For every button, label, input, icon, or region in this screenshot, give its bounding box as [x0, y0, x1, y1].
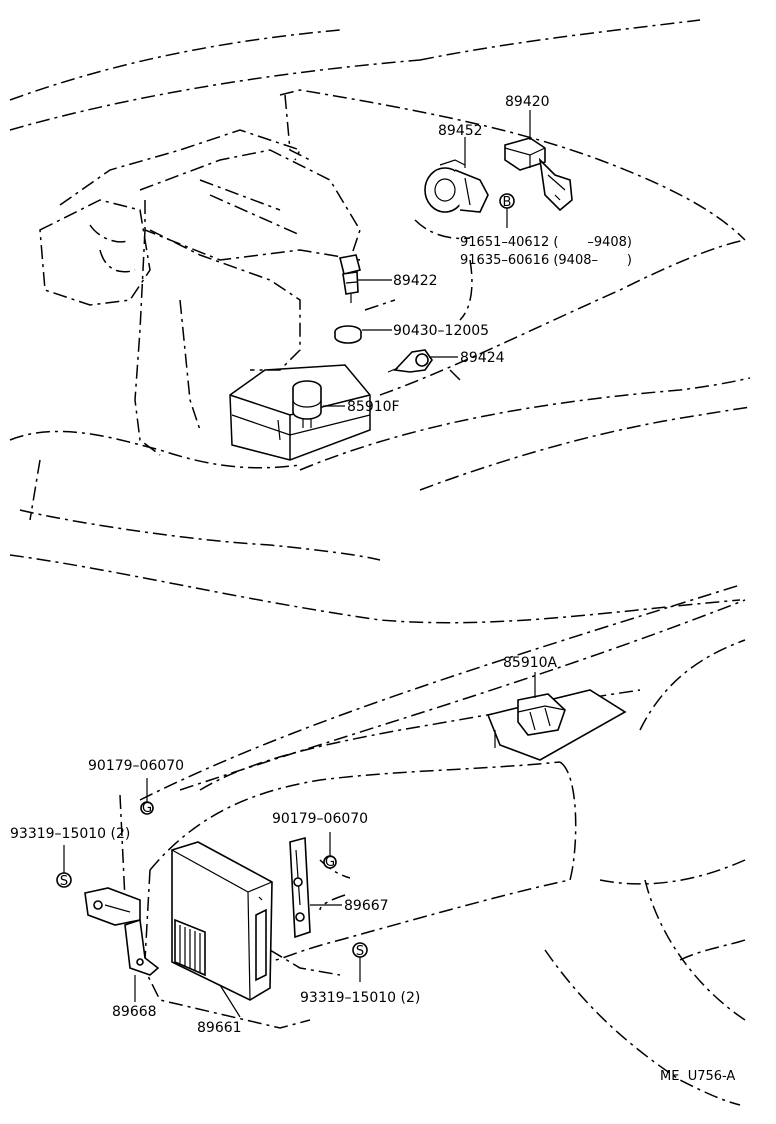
label-90430-12005: 90430–12005	[393, 323, 489, 339]
label-91651-40612: 91651–40612 ( –9408)	[460, 235, 632, 250]
label-89424: 89424	[460, 350, 505, 366]
bracket-89667	[289, 836, 342, 939]
nut-g-marker-2: G	[323, 832, 337, 870]
nut-g-marker-1: G	[140, 778, 154, 816]
gasket-90430	[334, 325, 392, 344]
screw-s-marker-1: S	[56, 845, 72, 889]
drawing-code: ME U756-A	[660, 1069, 735, 1084]
label-89422: 89422	[393, 273, 438, 289]
screw-s-label-1: S	[60, 874, 68, 889]
engine-block	[39, 129, 361, 456]
label-89668: 89668	[112, 1004, 157, 1020]
screw-s-label-2: S	[356, 944, 364, 959]
bracket-89668	[84, 887, 160, 1002]
label-90179-06070-left: 90179–06070	[88, 758, 184, 774]
engine-cover	[229, 364, 371, 461]
throttle-sensor-89452	[424, 137, 489, 213]
body-outline	[119, 584, 746, 1106]
nut-g-label-2: G	[325, 855, 335, 870]
relay-85910A	[486, 672, 627, 761]
sensor-89420	[504, 110, 573, 212]
ecu-89661	[171, 841, 273, 1018]
bolt-b-marker: B	[499, 193, 515, 228]
label-89667: 89667	[344, 898, 389, 914]
sensor-89422	[339, 254, 392, 303]
label-89420: 89420	[505, 94, 550, 110]
label-93319-15010-left: 93319–15010 (2)	[10, 826, 130, 842]
nut-g-label-1: G	[142, 801, 152, 816]
label-89452: 89452	[438, 123, 483, 139]
bolt-b-label: B	[503, 195, 512, 210]
label-85910F: 85910F	[347, 399, 400, 415]
relay-85910F	[292, 380, 345, 428]
screw-s-marker-2: S	[352, 942, 368, 982]
label-90179-06070-right: 90179–06070	[272, 811, 368, 827]
label-85910A: 85910A	[503, 655, 558, 671]
sensor-89424	[387, 349, 458, 373]
label-91635-60616: 91635–60616 (9408– )	[460, 253, 632, 268]
label-89661: 89661	[197, 1020, 242, 1036]
engine-bay-outline	[9, 19, 751, 624]
label-93319-15010-right: 93319–15010 (2)	[300, 990, 420, 1006]
